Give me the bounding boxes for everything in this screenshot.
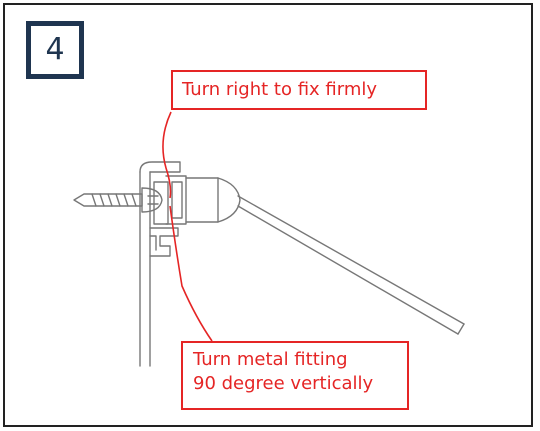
callout-line-1: Turn metal fitting — [193, 349, 348, 370]
callout-turn-fitting: Turn metal fitting 90 degree vertically — [181, 341, 409, 410]
metal-fitting — [165, 175, 241, 225]
wood-screw — [73, 187, 163, 213]
rail-profile — [139, 161, 181, 367]
step-number-badge: 4 — [26, 21, 84, 79]
callout-turn-right: Turn right to fix firmly — [171, 70, 427, 110]
guide-rod — [237, 195, 465, 335]
callout-leaders — [162, 111, 213, 342]
callout-line-2: 90 degree vertically — [193, 373, 374, 395]
